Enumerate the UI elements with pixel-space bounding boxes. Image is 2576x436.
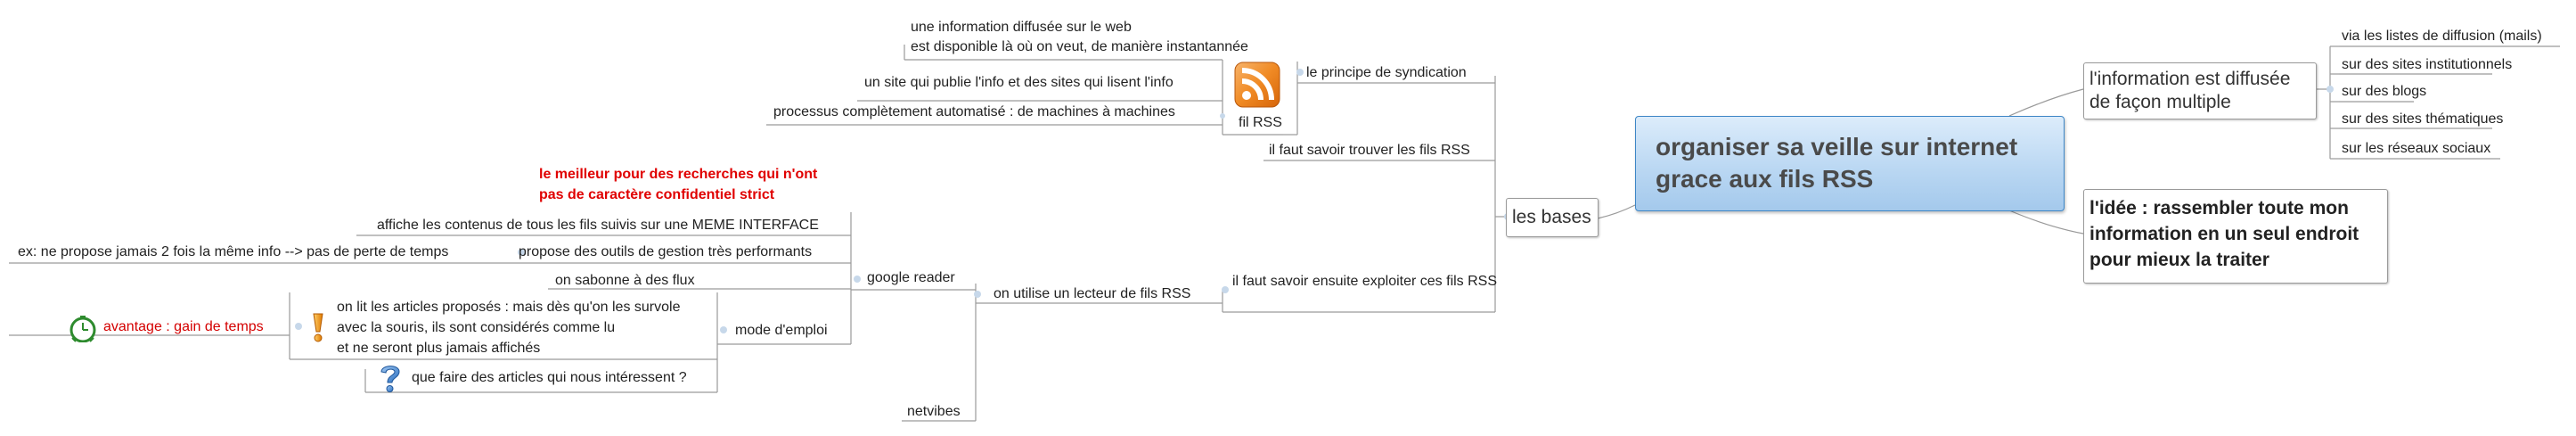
fil-rss-label[interactable]: fil RSS xyxy=(1239,115,1282,130)
info-item[interactable]: via les listes de diffusion (mails) xyxy=(2342,29,2542,44)
mode-emploi-topic[interactable]: mode d'emploi xyxy=(735,323,828,338)
read-line-2: avec la souris, ils sont considérés comm… xyxy=(337,320,616,335)
syndication-process[interactable]: processus complètement automatisé : de m… xyxy=(773,104,1175,119)
info-line-1: l'information est diffusée xyxy=(2089,69,2291,89)
reader-topic[interactable]: on utilise un lecteur de fils RSS xyxy=(994,286,1191,301)
best-line-1: le meilleur pour des recherches qui n'on… xyxy=(539,167,818,182)
info-item[interactable]: sur des blogs xyxy=(2342,84,2427,99)
question-note[interactable]: que faire des articles qui nous intéress… xyxy=(412,370,687,385)
info-topic-label: l'information est diffusée de façon mult… xyxy=(2089,68,2290,114)
info-item[interactable]: sur des sites institutionnels xyxy=(2342,57,2513,72)
google-reader-topic[interactable]: google reader xyxy=(867,270,955,285)
google-tools[interactable]: propose des outils de gestion très perfo… xyxy=(519,244,813,259)
idea-topic-label: l'idée : rassembler toute mon informatio… xyxy=(2089,195,2359,273)
bases-topic-label: les bases xyxy=(1512,207,1591,227)
question-icon xyxy=(379,363,402,393)
syndication-site[interactable]: un site qui publie l'info et des sites q… xyxy=(864,75,1174,90)
syndication-topic[interactable]: le principe de syndication xyxy=(1306,65,1467,80)
idea-line-2: information en un seul endroit xyxy=(2089,224,2359,244)
bases-topic[interactable]: les bases xyxy=(1506,198,1599,237)
exclamation-icon xyxy=(310,312,326,342)
clock-icon xyxy=(70,316,96,343)
mode-subscribe[interactable]: on sabonne à des flux xyxy=(555,273,695,288)
info-line-2: de façon multiple xyxy=(2089,92,2231,112)
central-topic[interactable]: organiser sa veille sur internet grace a… xyxy=(1635,116,2065,211)
rss-icon xyxy=(1234,62,1280,108)
exploit-rss-topic[interactable]: il faut savoir ensuite exploiter ces fil… xyxy=(1232,274,1498,289)
idea-line-3: pour mieux la traiter xyxy=(2089,250,2269,270)
advantage-note[interactable]: avantage : gain de temps xyxy=(103,319,264,334)
syndication-info-line-2[interactable]: est disponible là où on veut, de manière… xyxy=(911,39,1248,54)
find-rss-topic[interactable]: il faut savoir trouver les fils RSS xyxy=(1269,143,1470,158)
syndication-info-line-1[interactable]: une information diffusée sur le web xyxy=(911,20,1132,35)
google-best-note[interactable]: le meilleur pour des recherches qui n'on… xyxy=(539,164,817,205)
netvibes-topic[interactable]: netvibes xyxy=(907,404,961,419)
read-line-3: et ne seront plus jamais affichés xyxy=(337,341,541,356)
central-line-2: grace aux fils RSS xyxy=(1656,165,1874,193)
best-line-2: pas de caractère confidentiel strict xyxy=(539,187,775,202)
central-topic-label: organiser sa veille sur internet grace a… xyxy=(1656,131,2017,195)
idea-line-1: l'idée : rassembler toute mon xyxy=(2089,198,2349,218)
idea-topic[interactable]: l'idée : rassembler toute mon informatio… xyxy=(2083,189,2388,284)
central-line-1: organiser sa veille sur internet xyxy=(1656,133,2018,160)
google-display[interactable]: affiche les contenus de tous les fils su… xyxy=(377,218,819,233)
read-line-1: on lit les articles proposés : mais dès … xyxy=(337,300,681,315)
info-item[interactable]: sur les réseaux sociaux xyxy=(2342,141,2491,156)
google-tools-example[interactable]: ex: ne propose jamais 2 fois la même inf… xyxy=(18,244,449,259)
info-topic[interactable]: l'information est diffusée de façon mult… xyxy=(2083,62,2317,119)
info-item[interactable]: sur des sites thématiques xyxy=(2342,111,2504,127)
mode-read[interactable]: on lit les articles proposés : mais dès … xyxy=(337,297,680,358)
